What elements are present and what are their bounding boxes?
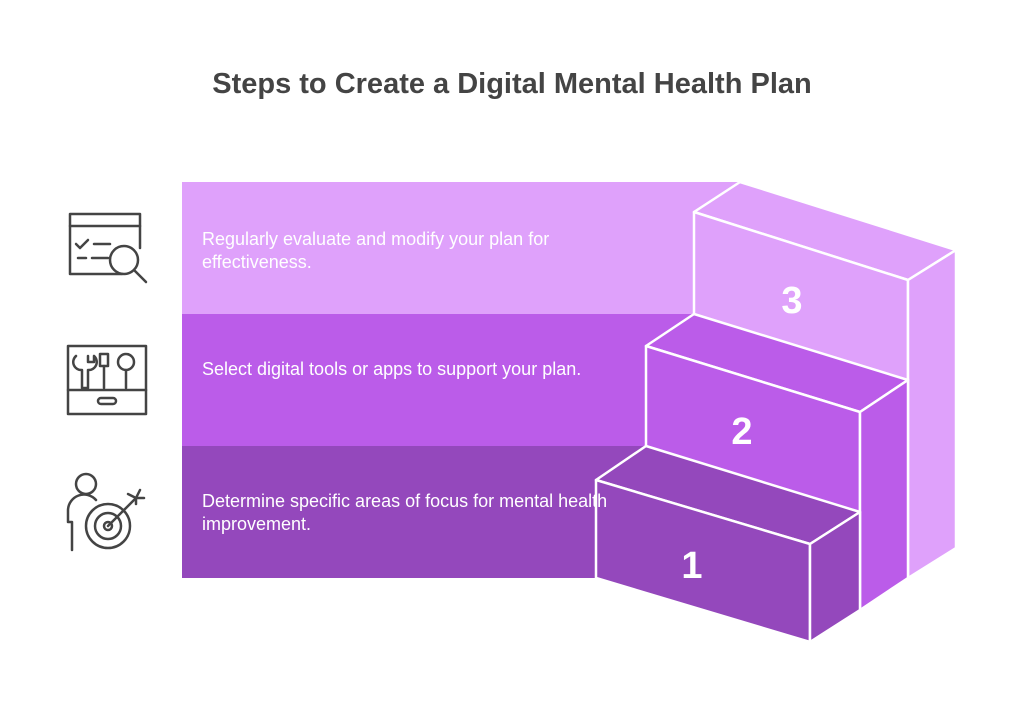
step-2-text: Select digital tools or apps to support … xyxy=(202,359,582,379)
step-block-1 xyxy=(594,444,862,644)
band-step-1 xyxy=(182,446,646,578)
band-step-2 xyxy=(182,314,694,446)
band-step-3 xyxy=(182,182,740,314)
step-1-text: Determine specific areas of focus for me… xyxy=(202,491,608,534)
person-target-icon xyxy=(60,468,152,560)
step-number-2: 2 xyxy=(731,411,752,453)
step-number-3: 3 xyxy=(781,280,802,322)
step-3-text: Regularly evaluate and modify your plan … xyxy=(202,229,550,272)
evaluation-window-icon xyxy=(60,208,152,300)
page-title: Steps to Create a Digital Mental Health … xyxy=(212,68,812,100)
toolbox-icon xyxy=(60,334,152,426)
step-number-1: 1 xyxy=(681,545,702,587)
